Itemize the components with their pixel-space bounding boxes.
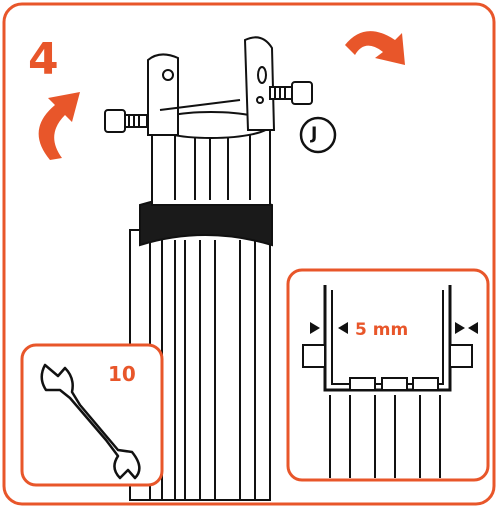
gap-arrow-icon (310, 322, 478, 334)
rotate-arrow-icon (345, 31, 405, 65)
wrench-icon (40, 363, 141, 480)
bolt-icon (104, 109, 148, 133)
step-number: 4 (28, 34, 59, 85)
detail-box (286, 268, 490, 482)
tool-box (20, 343, 164, 487)
bolt-icon (256, 81, 313, 105)
rotate-arrow-icon (38, 92, 80, 160)
tool-size-label: 10 (108, 362, 136, 386)
gap-measurement: 5 mm (355, 320, 409, 340)
part-label: J (311, 124, 318, 144)
bracket (147, 36, 276, 136)
part-label-circle (299, 116, 337, 154)
detail-drawing (302, 285, 473, 478)
